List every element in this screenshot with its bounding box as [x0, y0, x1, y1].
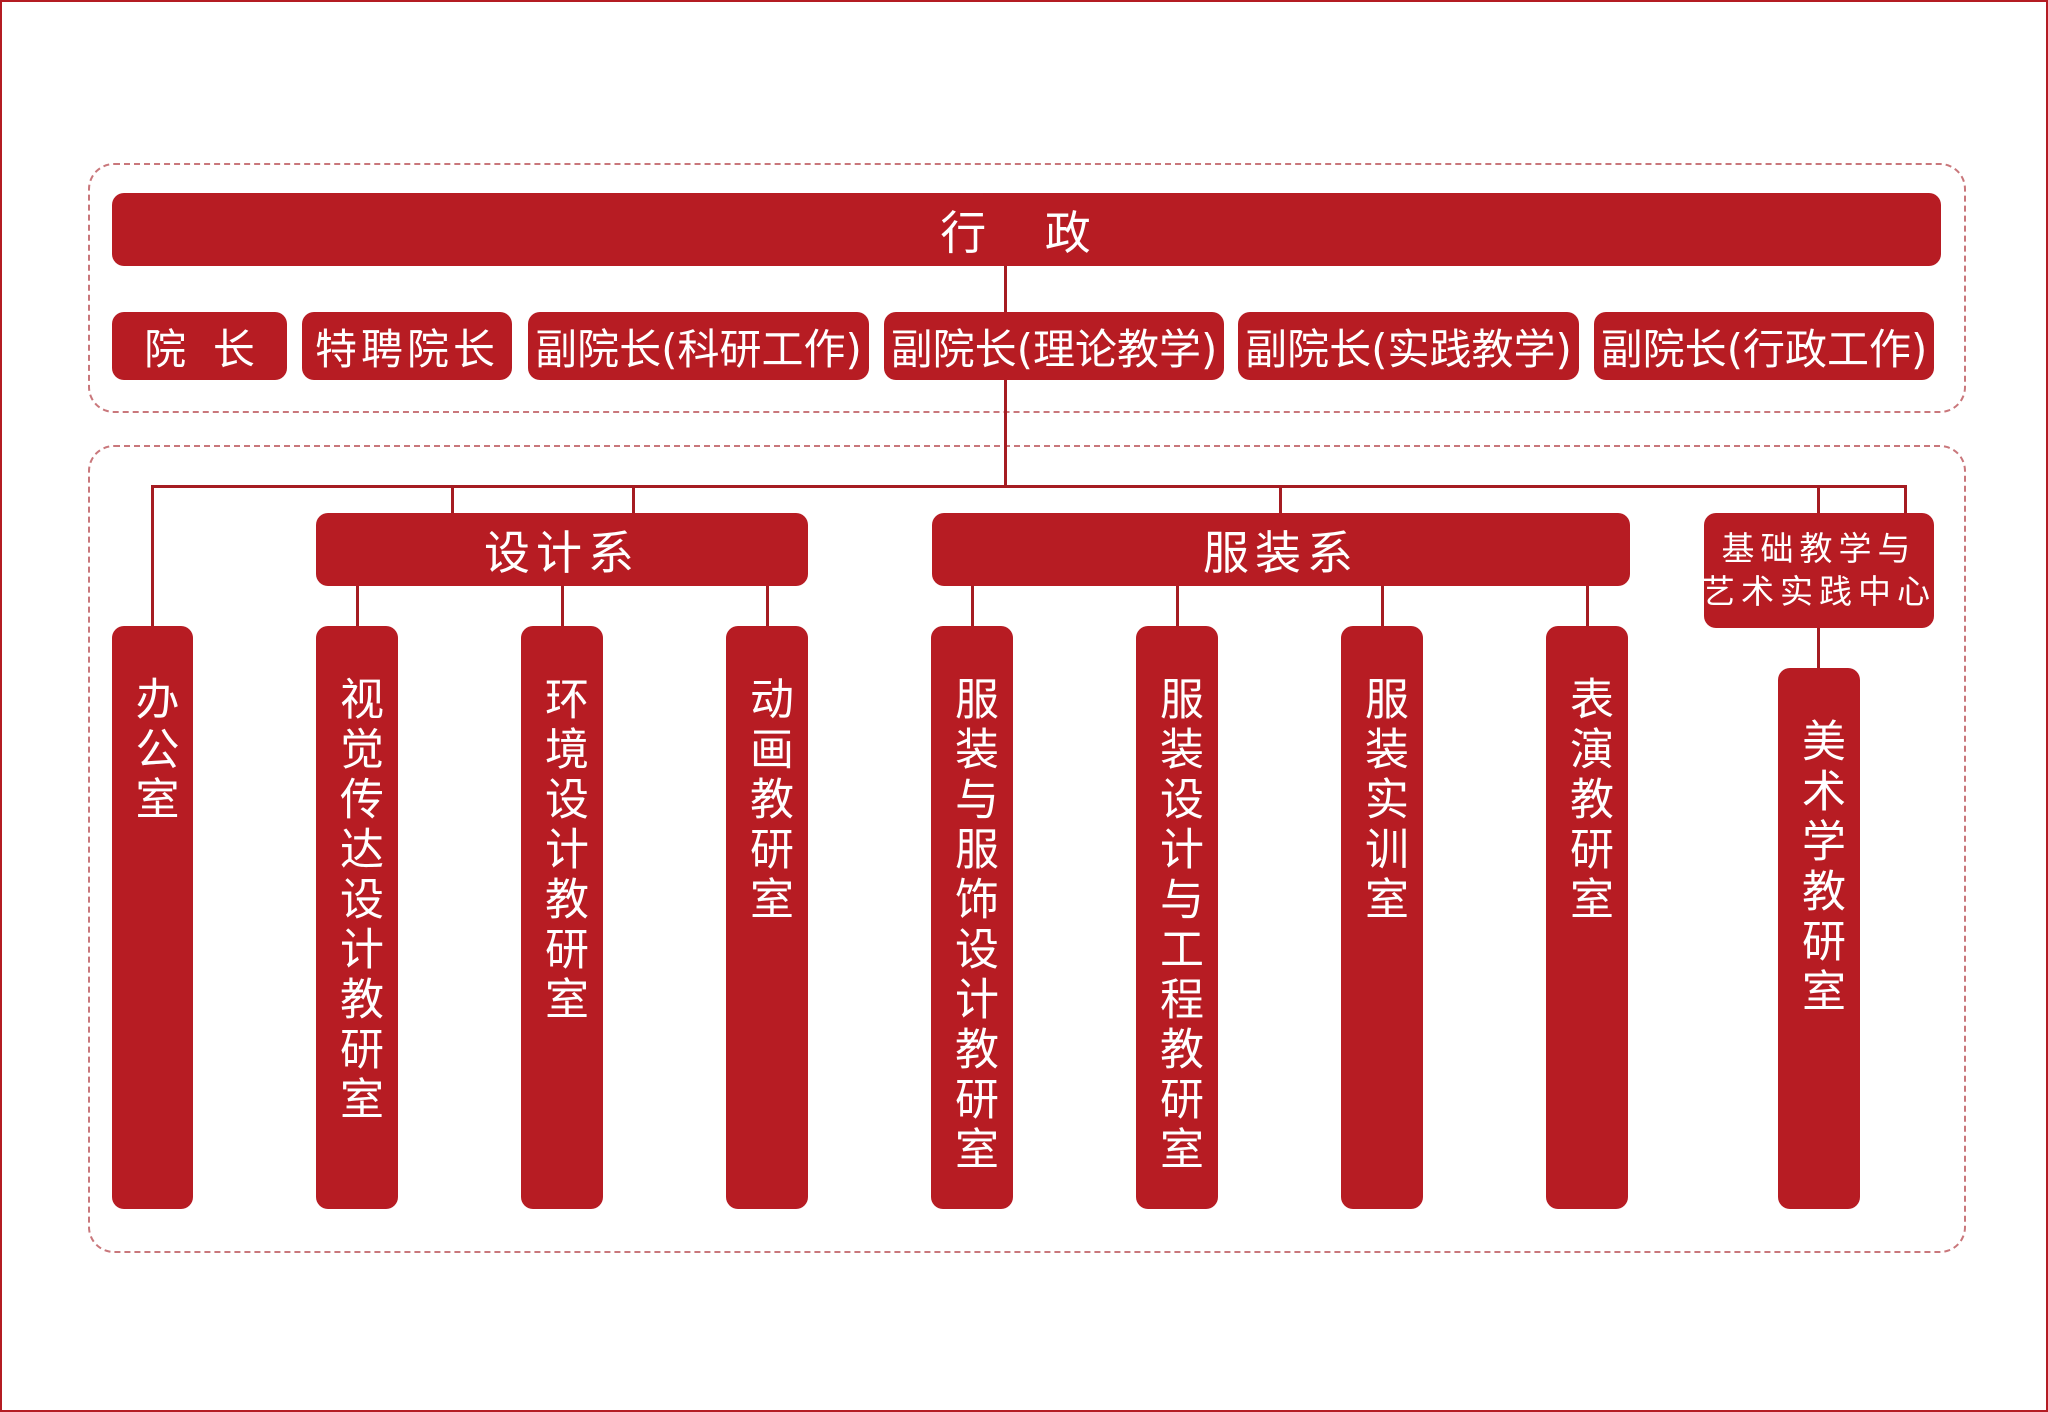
fashion-office-box: 服装实训室 [1341, 626, 1423, 1209]
design-office-box: 视觉传达设计教研室 [316, 626, 398, 1209]
admin-title-box: 行 政 [112, 193, 1941, 266]
role-label: 副院长(行政工作) [1600, 324, 1928, 374]
role-label: 院 长 [144, 324, 255, 374]
role-box: 副院长(理论教学) [884, 312, 1224, 380]
connector-line [766, 584, 769, 628]
office-box: 办公室 [112, 626, 193, 1209]
role-label: 副院长(科研工作) [535, 324, 862, 374]
design-office-label: 环境设计教研室 [537, 676, 588, 1026]
connector-line [1817, 485, 1820, 515]
fashion-office-box: 服装设计与工程教研室 [1136, 626, 1218, 1209]
connector-line [1904, 485, 1907, 515]
admin-title: 行 政 [940, 205, 1113, 260]
role-box: 副院长(科研工作) [528, 312, 869, 380]
design-dept-box: 设计系 [316, 513, 808, 586]
office-label: 办公室 [127, 676, 179, 826]
center-office-box: 美术学教研室 [1778, 668, 1860, 1209]
role-box: 副院长(实践教学) [1238, 312, 1579, 380]
center-box: 基础教学与 艺术实践中心 [1702, 513, 1936, 628]
units-group-frame [88, 445, 1966, 1253]
connector-line [561, 584, 564, 628]
fashion-office-box: 服装与服饰设计教研室 [931, 626, 1013, 1209]
connector-line [151, 485, 1907, 488]
center-office-label: 美术学教研室 [1794, 718, 1845, 1018]
fashion-office-label: 表演教研室 [1562, 676, 1613, 926]
role-box: 副院长(行政工作) [1594, 312, 1934, 380]
admin-group-frame [88, 163, 1966, 413]
fashion-office-label: 服装实训室 [1357, 676, 1408, 926]
role-box: 院 长 [112, 312, 287, 380]
fashion-dept-box: 服装系 [932, 513, 1630, 586]
connector-line [151, 485, 154, 628]
fashion-dept-label: 服装系 [1203, 525, 1359, 580]
connector-line [1176, 584, 1179, 628]
connector-line [1279, 485, 1282, 515]
connector-line [1586, 584, 1589, 628]
connector-line [971, 584, 974, 628]
role-label: 特聘院长 [314, 324, 499, 374]
connector-line [451, 485, 454, 515]
connector-line [1817, 626, 1820, 670]
design-office-label: 视觉传达设计教研室 [332, 676, 383, 1126]
connector-line [1381, 584, 1384, 628]
center-label-line2: 艺术实践中心 [1702, 571, 1936, 611]
fashion-office-box: 表演教研室 [1546, 626, 1628, 1209]
connector-line [632, 485, 635, 515]
design-office-box: 环境设计教研室 [521, 626, 603, 1209]
role-label: 副院长(理论教学) [890, 324, 1218, 374]
role-box: 特聘院长 [302, 312, 512, 380]
design-office-box: 动画教研室 [726, 626, 808, 1209]
role-label: 副院长(实践教学) [1245, 324, 1572, 374]
connector-line [356, 584, 359, 628]
design-dept-label: 设计系 [484, 525, 640, 580]
fashion-office-label: 服装与服饰设计教研室 [947, 676, 998, 1176]
design-office-label: 动画教研室 [742, 676, 793, 926]
fashion-office-label: 服装设计与工程教研室 [1152, 676, 1203, 1176]
center-label-line1: 基础教学与 [1721, 529, 1917, 569]
